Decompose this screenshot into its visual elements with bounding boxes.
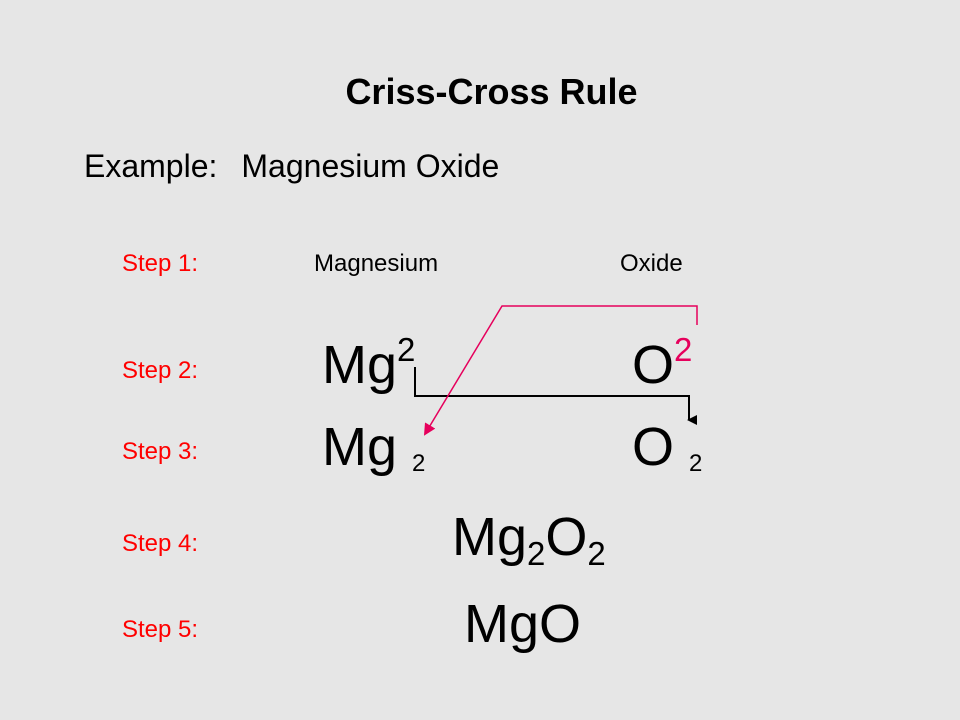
step-3-anion-subscript: 2 [689,450,703,477]
step-4-formula: Mg2O2 [452,507,606,570]
step-2-anion: O2 [632,333,692,395]
step-5-label: Step 5: [122,616,199,643]
step-2-cation: Mg2 [322,333,415,395]
step-2-cation-symbol: Mg [322,335,398,395]
example-label: Example: [84,148,218,184]
step-2-cation-charge: 2 [397,331,416,368]
step-2-anion-charge: 2 [674,331,693,368]
step-3-label: Step 3: [122,438,199,465]
step-4-label: Step 4: [122,530,199,557]
black-arrow [414,367,697,425]
step-2-anion-symbol: O [632,335,675,395]
example-topic: Magnesium Oxide [241,148,500,184]
step-1-anion-name: Oxide [620,250,683,277]
step-5-formula: MgO [464,594,582,654]
example-line: Example: Magnesium Oxide [84,150,499,182]
step-3-anion: O 2 [632,417,703,477]
slide-title: Criss-Cross Rule [345,71,638,112]
pink-arrow [423,305,698,436]
step-3-cation: Mg 2 [322,417,426,477]
step-4-subscript-1: 2 [527,535,546,572]
step-4-element-2: O [545,507,588,567]
step-4-element-1: Mg [452,507,528,567]
step-3-cation-subscript: 2 [412,450,426,477]
step-3-anion-symbol: O [632,417,675,477]
step-3-cation-symbol: Mg [322,417,398,477]
step-1-label: Step 1: [122,250,199,277]
step-4-subscript-2: 2 [587,535,606,572]
step-2-label: Step 2: [122,357,199,384]
step-1-cation-name: Magnesium [314,250,439,277]
